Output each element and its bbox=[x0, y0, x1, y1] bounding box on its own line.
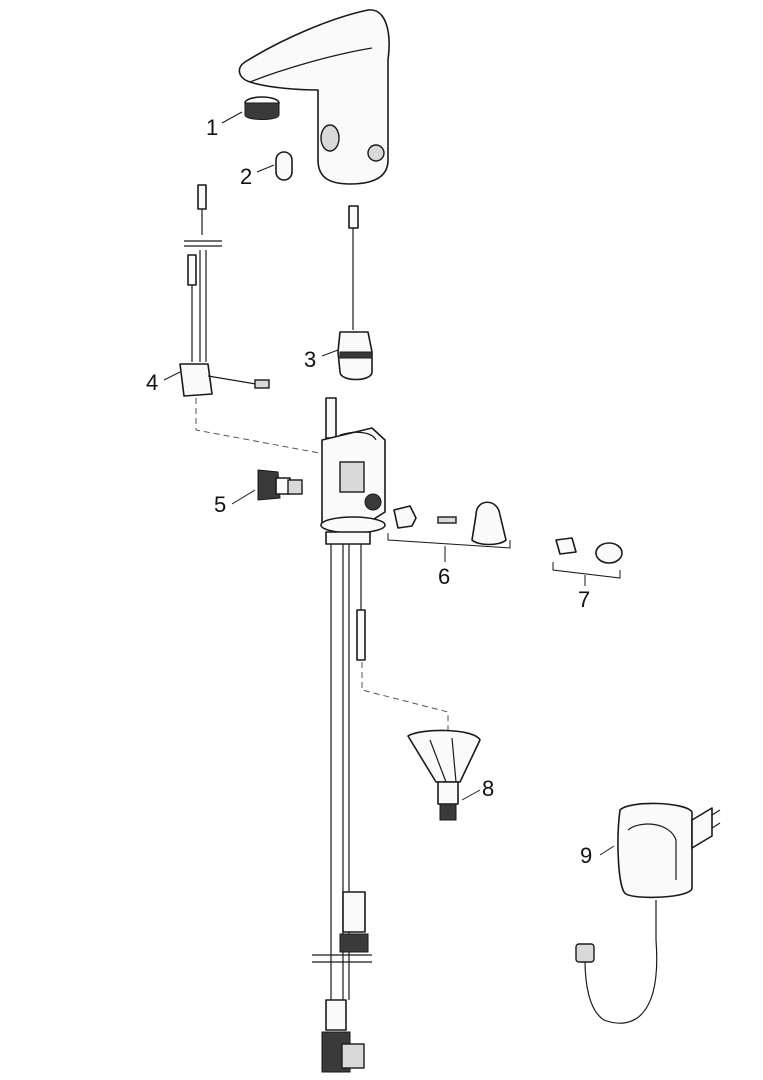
sensor-window-part bbox=[275, 151, 293, 181]
aerator-part bbox=[244, 96, 280, 120]
electronics-cable-part bbox=[179, 184, 270, 397]
callout-label-9: 9 bbox=[580, 843, 593, 868]
callout-label-1: 1 bbox=[206, 115, 219, 140]
valve-body-assembly bbox=[312, 397, 386, 1073]
solenoid-valve-part bbox=[337, 205, 373, 381]
funnel-adapter-part bbox=[407, 729, 481, 821]
callout-label-5: 5 bbox=[214, 492, 227, 517]
callout-label-8: 8 bbox=[482, 776, 495, 801]
callout-label-2: 2 bbox=[240, 164, 253, 189]
faucet-body bbox=[238, 9, 390, 185]
cartridge-part bbox=[257, 469, 303, 501]
callout-label-3: 3 bbox=[304, 347, 317, 372]
callout-label-4: 4 bbox=[146, 370, 159, 395]
callout-label-7: 7 bbox=[578, 587, 591, 612]
cap-set-part bbox=[555, 537, 623, 564]
callout-label-6: 6 bbox=[438, 564, 451, 589]
handle-set-part bbox=[393, 501, 507, 546]
power-adapter-part bbox=[575, 802, 721, 1024]
